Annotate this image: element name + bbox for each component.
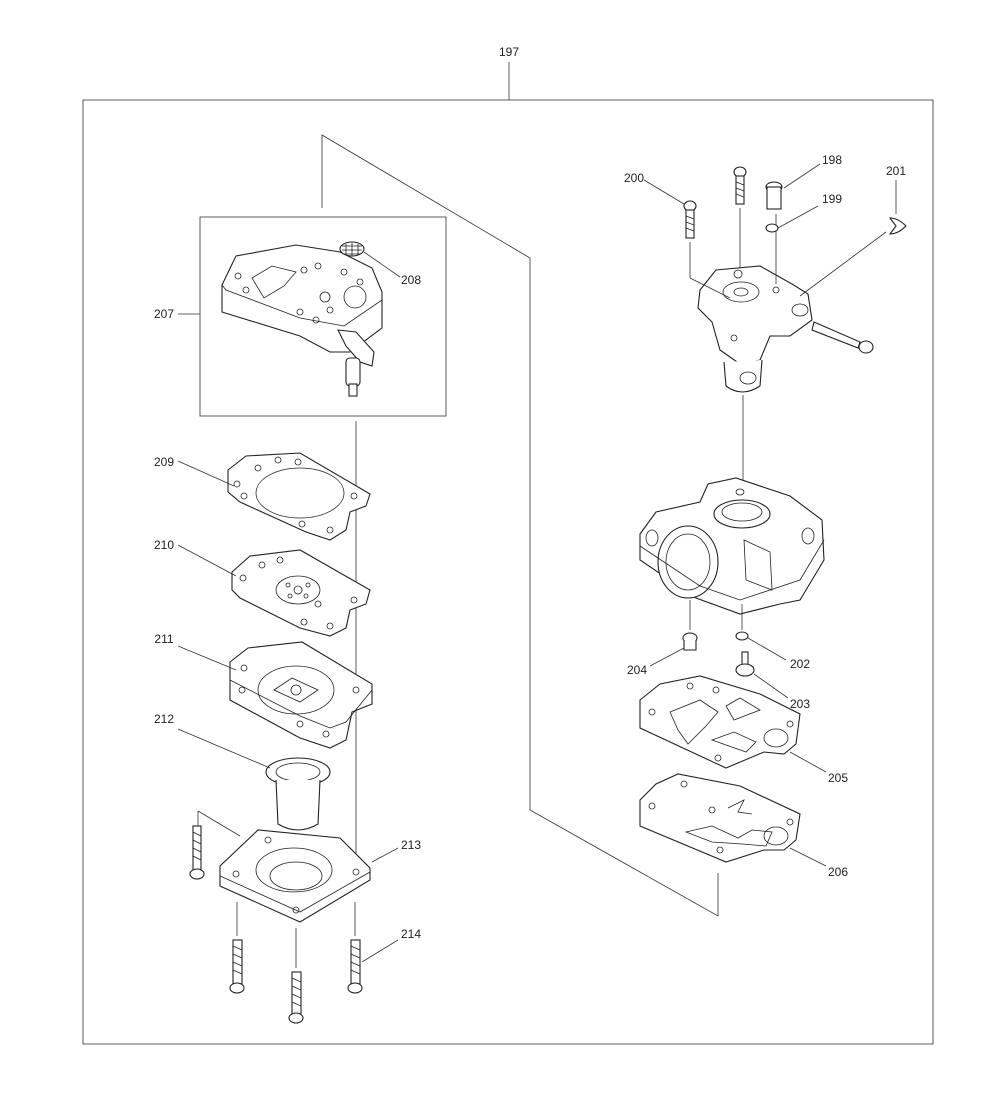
label-211: 211 [154, 632, 173, 646]
label-209: 209 [154, 455, 174, 469]
label-203: 203 [790, 697, 810, 711]
label-206: 206 [828, 865, 848, 879]
inset-box-207 [199, 216, 447, 417]
washer-199 [765, 205, 819, 233]
screw-top [733, 166, 747, 268]
carburetor-body [639, 477, 825, 630]
label-208: 208 [401, 273, 421, 287]
screw-top-left [189, 825, 205, 880]
label-212: 212 [154, 712, 174, 726]
outer-frame [82, 99, 934, 1045]
gasket-206 [639, 773, 827, 867]
screw-200 [643, 179, 731, 299]
screen-208 [339, 241, 401, 278]
label-198: 198 [822, 153, 842, 167]
needle-203 [735, 651, 789, 699]
label-210: 210 [154, 538, 174, 552]
label-202: 202 [790, 657, 810, 671]
cup-212 [177, 728, 331, 831]
pump-body-211 [177, 641, 373, 749]
gasket-209 [177, 452, 371, 541]
throttle-assembly [697, 265, 813, 393]
o-ring-202 [735, 631, 787, 661]
pump-cover-207 [221, 244, 383, 397]
screw-bottom-1 [229, 902, 245, 994]
cover-213 [197, 810, 399, 923]
label-207: 207 [154, 307, 174, 321]
label-197: 197 [499, 45, 519, 59]
e-ring-201 [799, 180, 907, 297]
label-201: 201 [886, 164, 906, 178]
label-199: 199 [822, 192, 842, 206]
label-214: 214 [401, 927, 421, 941]
plug-198 [765, 163, 821, 284]
screw-bottom-3 [347, 902, 399, 994]
label-204: 204 [627, 663, 647, 677]
label-205: 205 [828, 771, 848, 785]
valve-204 [649, 632, 698, 667]
screw-bottom-2 [288, 928, 304, 1024]
label-213: 213 [401, 838, 421, 852]
group-separator [321, 134, 719, 917]
gasket-205 [639, 675, 827, 773]
label-200: 200 [624, 171, 644, 185]
screw-side [811, 321, 874, 354]
diaphragm-210 [177, 544, 371, 637]
